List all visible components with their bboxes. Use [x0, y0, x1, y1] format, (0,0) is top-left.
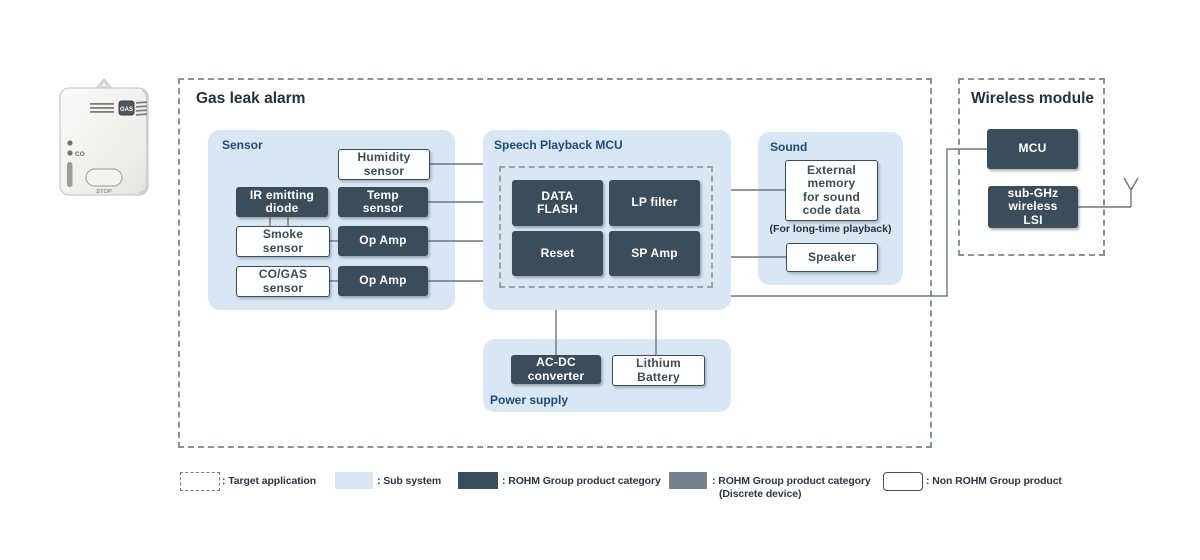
lithium-battery-box: Lithium Battery: [612, 355, 705, 386]
sub-ghz-wireless-lsi-box: sub-GHz wireless LSI: [988, 186, 1078, 228]
co-led: [67, 150, 73, 156]
gas-leak-alarm-title: Gas leak alarm: [196, 90, 306, 107]
vent-lines-left: [90, 103, 114, 113]
legend-swatch-rohm-product: [458, 472, 498, 489]
sp-amp-box: SP Amp: [609, 231, 700, 276]
legend-label-sub-system: : Sub system: [377, 475, 442, 487]
legend-swatch-sub-system: [335, 472, 373, 489]
op-amp-box-2: Op Amp: [338, 266, 428, 296]
indicator-led: [67, 140, 73, 146]
op-amp-box-1: Op Amp: [338, 226, 428, 256]
sensor-label: Sensor: [222, 138, 263, 152]
lp-filter-box: LP filter: [609, 180, 700, 226]
smoke-sensor-box: Smoke sensor: [236, 226, 330, 257]
antenna-icon: [1123, 177, 1139, 207]
ac-dc-converter-box: AC-DC converter: [511, 355, 601, 384]
playback-note: (For long-time playback): [769, 223, 892, 235]
power-supply-label: Power supply: [490, 393, 569, 407]
stop-button-label: STOP: [96, 189, 112, 195]
gas-badge: [118, 100, 135, 116]
legend-label-rohm-discrete: : ROHM Group product category (Discrete …: [712, 475, 871, 501]
humidity-sensor-box: Humidity sensor: [338, 149, 430, 180]
speech-mcu-inner-frame: [499, 166, 713, 288]
wireless-mcu-box: MCU: [987, 129, 1078, 169]
external-memory-box: External memory for sound code data: [785, 160, 878, 221]
stop-button: [85, 168, 123, 187]
legend-swatch-non-rohm: [883, 472, 923, 491]
legend: : Target application : Sub system : ROHM…: [0, 470, 1200, 510]
co-led-label: CO: [75, 151, 85, 158]
legend-label-rohm-product: : ROHM Group product category: [502, 475, 661, 487]
co-gas-sensor-box: CO/GAS sensor: [236, 266, 330, 297]
legend-swatch-rohm-discrete: [669, 472, 707, 489]
legend-swatch-target-application: [180, 472, 220, 491]
gas-badge-label: GAS: [120, 107, 133, 113]
data-flash-box: DATA FLASH: [512, 180, 603, 226]
gas-alarm-device-image: GAS CO STOP: [59, 78, 149, 196]
temp-sensor-box: Temp sensor: [338, 187, 428, 217]
ir-emitting-diode-box: IR emitting diode: [236, 187, 328, 217]
side-slot: [67, 162, 73, 187]
reset-box: Reset: [512, 231, 603, 276]
sound-label: Sound: [770, 140, 808, 154]
vent-lines-right: [136, 101, 148, 116]
speech-playback-mcu-label: Speech Playback MCU: [494, 138, 623, 152]
legend-label-target-application: : Target application: [222, 475, 317, 487]
speaker-box: Speaker: [786, 243, 878, 272]
wireless-module-title: Wireless module: [971, 90, 1095, 107]
legend-label-non-rohm: : Non ROHM Group product: [926, 475, 1062, 487]
